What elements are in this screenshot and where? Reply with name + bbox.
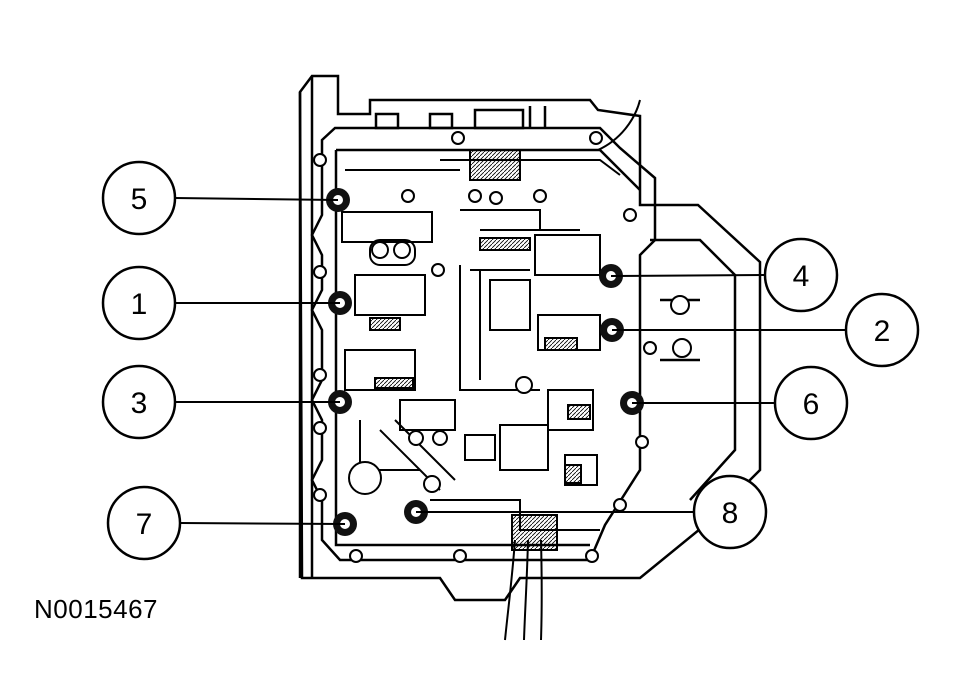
callout-1: 1 — [101, 265, 177, 341]
leader-line-7 — [179, 522, 346, 525]
callout-label: 2 — [874, 315, 891, 348]
callout-label: 4 — [793, 260, 810, 293]
figure-id: N0015467 — [34, 594, 158, 624]
wire-harness — [504, 99, 641, 641]
callout-2: 2 — [844, 292, 920, 368]
callout-label: 1 — [131, 288, 148, 321]
valve-channels — [341, 149, 621, 551]
callout-label: 3 — [131, 387, 148, 420]
callout-label: 8 — [722, 497, 739, 530]
callout-4: 4 — [763, 237, 839, 313]
leader-line-5 — [174, 197, 339, 201]
callout-3: 3 — [101, 364, 177, 440]
callouts: 5 1 3 7 4 2 6 8 — [101, 160, 920, 561]
leader-line-4 — [610, 274, 766, 277]
callout-label: 7 — [136, 508, 153, 541]
callout-label: 5 — [131, 183, 148, 216]
callout-label: 6 — [803, 388, 820, 421]
small-holes — [313, 131, 692, 563]
callout-6: 6 — [773, 365, 849, 441]
callout-8: 8 — [692, 474, 768, 550]
callout-7: 7 — [106, 485, 182, 561]
leader-lines — [174, 197, 846, 525]
valve-body-housing — [298, 74, 762, 602]
callout-5: 5 — [101, 160, 177, 236]
